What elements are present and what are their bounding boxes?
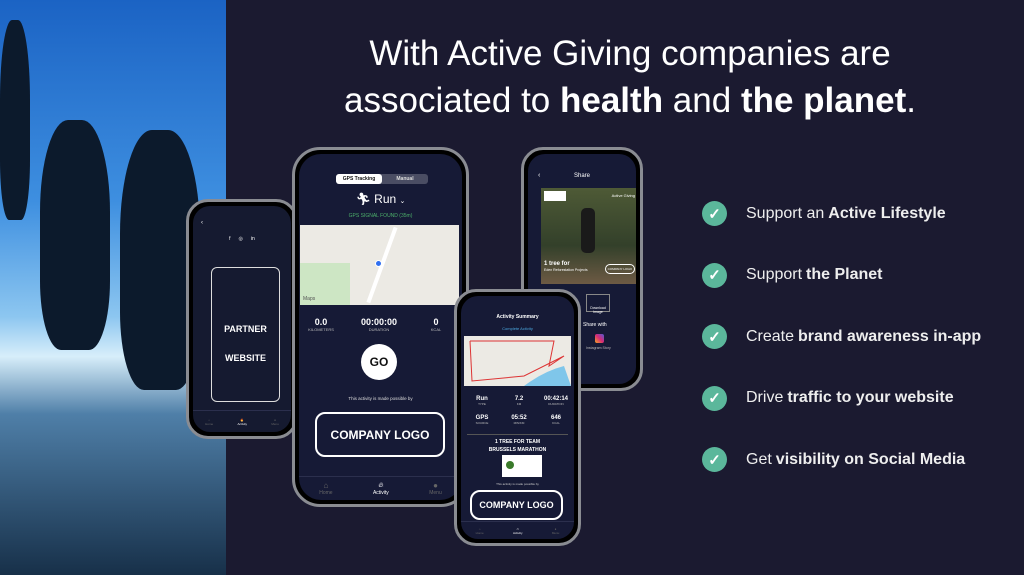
tab-activity[interactable]: 🔥︎Activity	[512, 526, 523, 535]
activity-select[interactable]: 🏃︎ Run ⌄	[355, 192, 406, 206]
tab-activity[interactable]: 🔥︎Activity	[372, 481, 389, 496]
flame-icon: 🔥︎	[378, 481, 384, 489]
menu-icon: ●	[433, 481, 438, 490]
tracking-toggle: GPS Tracking Manual	[336, 174, 428, 184]
tab-home[interactable]: ⌂Home	[205, 417, 214, 426]
check-icon: ✓	[702, 385, 727, 411]
back-icon[interactable]: ‹	[201, 220, 203, 226]
headline: With Active Giving companies are associa…	[344, 34, 916, 120]
tab-manual[interactable]: Manual	[396, 176, 414, 182]
instagram-icon[interactable]	[595, 334, 604, 343]
location-dot	[375, 260, 382, 267]
company-logo[interactable]: COMPANY LOGO	[470, 490, 563, 520]
map[interactable]: Maps	[300, 225, 459, 305]
tab-gps-tracking[interactable]: GPS Tracking	[336, 174, 382, 184]
check-icon: ✓	[702, 262, 727, 288]
partner-website-box[interactable]: PARTNER WEBSITE	[211, 267, 280, 402]
eden-logo	[502, 455, 542, 477]
route-map	[464, 336, 571, 386]
tab-home[interactable]: ⌂Home	[475, 526, 484, 535]
back-icon[interactable]: ‹	[538, 172, 541, 179]
partner-logo	[544, 191, 566, 201]
share-title: Share	[573, 173, 590, 179]
gps-signal-status: GPS SIGNAL FOUND (35m)	[348, 213, 413, 219]
tab-menu[interactable]: ●Menu	[271, 417, 279, 426]
runner-silhouette	[0, 20, 30, 220]
partner-phone: ‹ f ◎ in PARTNER WEBSITE ⌂Home 🔥Activity…	[186, 199, 298, 439]
tab-menu[interactable]: ●Menu	[429, 481, 442, 496]
download-image-button[interactable]: Download Image	[586, 294, 610, 314]
runner-silhouette	[40, 120, 110, 350]
home-icon: ⌂	[323, 481, 329, 490]
check-icon: ✓	[702, 201, 727, 226]
tab-home[interactable]: ⌂Home	[319, 481, 333, 496]
share-image: Active Giving 1 tree for Eden Reforestat…	[541, 188, 636, 284]
instagram-icon[interactable]: ◎	[238, 236, 243, 242]
go-button[interactable]: GO	[361, 344, 397, 380]
check-icon: ✓	[702, 324, 727, 349]
company-logo[interactable]: COMPANY LOGO	[315, 412, 445, 457]
route-line	[469, 340, 571, 386]
tab-activity[interactable]: 🔥Activity	[237, 417, 247, 426]
chevron-down-icon: ⌄	[399, 198, 406, 205]
facebook-icon[interactable]: f	[229, 236, 231, 242]
check-icon: ✓	[702, 447, 727, 472]
runner-icon: 🏃︎	[355, 192, 371, 206]
tab-menu[interactable]: ●Menu	[551, 526, 560, 535]
run-phone: GPS Tracking Manual 🏃︎ Run ⌄ GPS SIGNAL …	[292, 147, 469, 507]
linkedin-icon[interactable]: in	[250, 236, 255, 242]
runner	[581, 208, 595, 253]
